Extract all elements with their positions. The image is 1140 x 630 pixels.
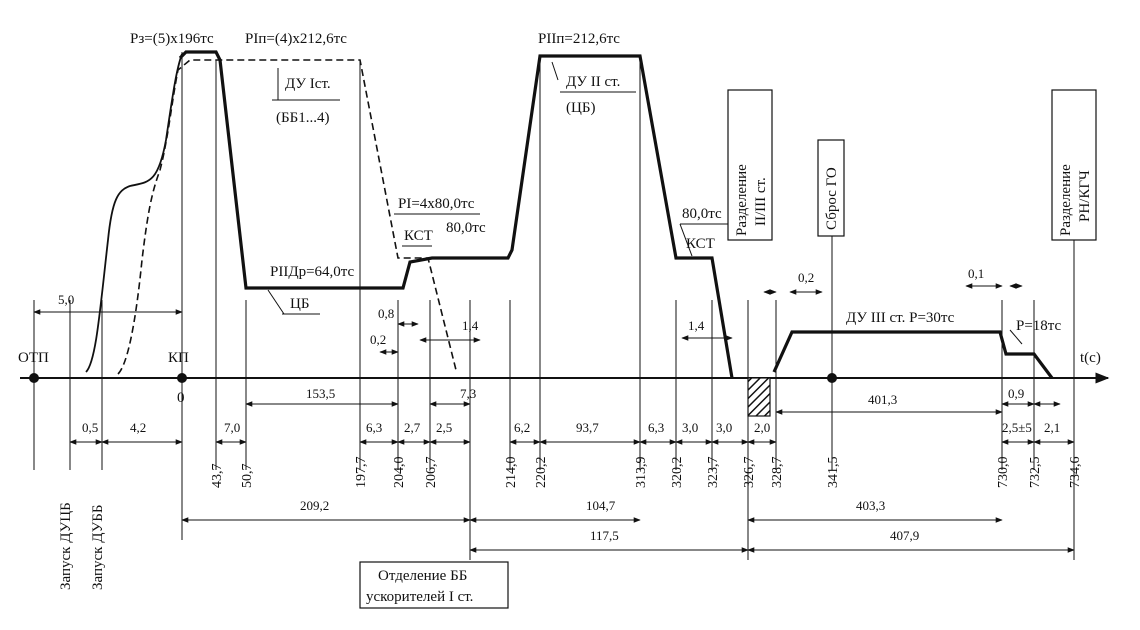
dim-117-5: 117,5: [590, 528, 619, 543]
time-labels: 43,7 50,7 197,7 204,0 206,7 214,0 220,2 313,9 32…: [210, 457, 1083, 489]
label-cb1: (ЦБ): [566, 100, 595, 116]
event-box-bb-sep: [359, 561, 509, 609]
label-du3: ДУ III ст. Р=30тс: [846, 310, 955, 326]
time-label-8: 320,2: [670, 457, 685, 489]
label-cb2: ЦБ: [290, 296, 309, 312]
thrust-curve-stage3: [772, 330, 1054, 379]
dim-3-0b: 3,0: [716, 420, 732, 435]
dimension-lines: [33, 283, 1075, 553]
dim-6-3b: 6,3: [648, 420, 664, 435]
label-pk: PI=4х80,0тс: [398, 196, 475, 212]
label-du1: ДУ Iст.: [285, 76, 331, 92]
zero-label: 0: [177, 390, 185, 406]
dim-104-7: 104,7: [586, 498, 616, 513]
dim-401-3: 401,3: [868, 392, 897, 407]
leader-kst2: [679, 223, 693, 257]
dim-7-0: 7,0: [224, 420, 240, 435]
dim-93-7: 93,7: [576, 420, 599, 435]
dim-2-5pm5: 2,5±5: [1002, 420, 1032, 435]
time-label-5: 214,0: [504, 457, 519, 489]
event-box-sep-pn: [1051, 89, 1097, 241]
label-kst2: КСТ: [686, 236, 715, 252]
dim-2-1: 2,1: [1044, 420, 1060, 435]
event-bb-sep-line1: Отделение ББ: [378, 568, 467, 584]
thrust-curve-stage1-solid: [85, 53, 183, 373]
dim-6-3a: 6,3: [366, 420, 382, 435]
leader-p18: [1009, 329, 1023, 345]
dim-153-5: 153,5: [306, 386, 335, 401]
time-label-4: 206,7: [424, 457, 439, 489]
dim-5-0: 5,0: [58, 292, 74, 307]
label-kst1: КСТ: [404, 228, 433, 244]
event-sep23-line1: Разделение: [734, 164, 750, 236]
dim-1-4a: 1,4: [462, 318, 479, 333]
dim-2-0: 2,0: [754, 420, 770, 435]
label-du2: ДУ II ст.: [566, 74, 620, 90]
dim-7-3: 7,3: [460, 386, 476, 401]
thrust-curve-boosters-dashed: [117, 59, 457, 375]
event-start-bb: Запуск ДУББ: [90, 505, 106, 590]
event-sep-pn-line2: РН/КГЧ: [1077, 170, 1093, 222]
time-label-7: 313,9: [634, 457, 649, 489]
time-label-6: 220,2: [534, 457, 549, 489]
thrust-curve-stage1-thick: [178, 50, 734, 379]
label-bb: (ББ1...4): [276, 110, 329, 126]
time-label-14: 732,5: [1028, 457, 1043, 489]
event-bb-sep-line2: ускорителей I ст.: [366, 589, 473, 605]
dim-0-5: 0,5: [82, 420, 98, 435]
time-label-11: 328,7: [770, 457, 785, 489]
leader-du2: [551, 61, 559, 81]
dim-407-9: 407,9: [890, 528, 919, 543]
time-label-2: 197,7: [354, 457, 369, 489]
dim-0-8: 0,8: [378, 306, 394, 321]
dim-0-9: 0,9: [1008, 386, 1024, 401]
dim-0-2a: 0,2: [370, 332, 386, 347]
dim-403-3: 403,3: [856, 498, 885, 513]
time-label-1: 50,7: [240, 464, 255, 489]
dim-209-2: 209,2: [300, 498, 329, 513]
otp-label: ОТП: [18, 350, 49, 366]
event-sep-pn-line1: Разделение: [1058, 164, 1074, 236]
event-go: Сброс ГО: [824, 167, 840, 230]
label-80a: 80,0тс: [446, 220, 486, 236]
label-p3: Рз=(5)х196тс: [130, 31, 214, 47]
dim-1-4b: 1,4: [688, 318, 705, 333]
time-label-12: 341,5: [826, 457, 841, 489]
label-pdr: PIIДр=64,0тс: [270, 264, 355, 280]
event-start-cb: Запуск ДУЦБ: [58, 502, 74, 590]
time-label-3: 204,0: [392, 457, 407, 489]
dim-3-0a: 3,0: [682, 420, 698, 435]
label-p18: Р=18тс: [1016, 318, 1062, 334]
time-label-10: 326,7: [742, 457, 757, 489]
dim-2-5: 2,5: [436, 420, 452, 435]
dim-6-2: 6,2: [514, 420, 530, 435]
time-label-13: 730,0: [996, 457, 1011, 489]
time-label-9: 323,7: [706, 457, 721, 489]
time-label-0: 43,7: [210, 464, 225, 489]
vertical-reference-lines: [33, 52, 1075, 560]
label-p2: PIIп=212,6тс: [538, 31, 620, 47]
time-axis-label: t(c): [1080, 350, 1101, 366]
label-80b: 80,0тс: [682, 206, 722, 222]
time-label-15: 734,6: [1068, 457, 1083, 489]
dim-4-2: 4,2: [130, 420, 146, 435]
event-sep23-line2: II/III ст.: [753, 177, 769, 226]
dim-2-7: 2,7: [404, 420, 421, 435]
dim-0-2b: 0,2: [798, 270, 814, 285]
event-box-sep23: [727, 89, 773, 241]
kp-label: КП: [168, 350, 189, 366]
event-box-go: [817, 139, 845, 237]
dim-0-1: 0,1: [968, 266, 984, 281]
leader-cb: [267, 289, 285, 315]
label-p1: РIп=(4)х212,6тс: [245, 31, 347, 47]
hatched-separation-block: [747, 377, 771, 417]
